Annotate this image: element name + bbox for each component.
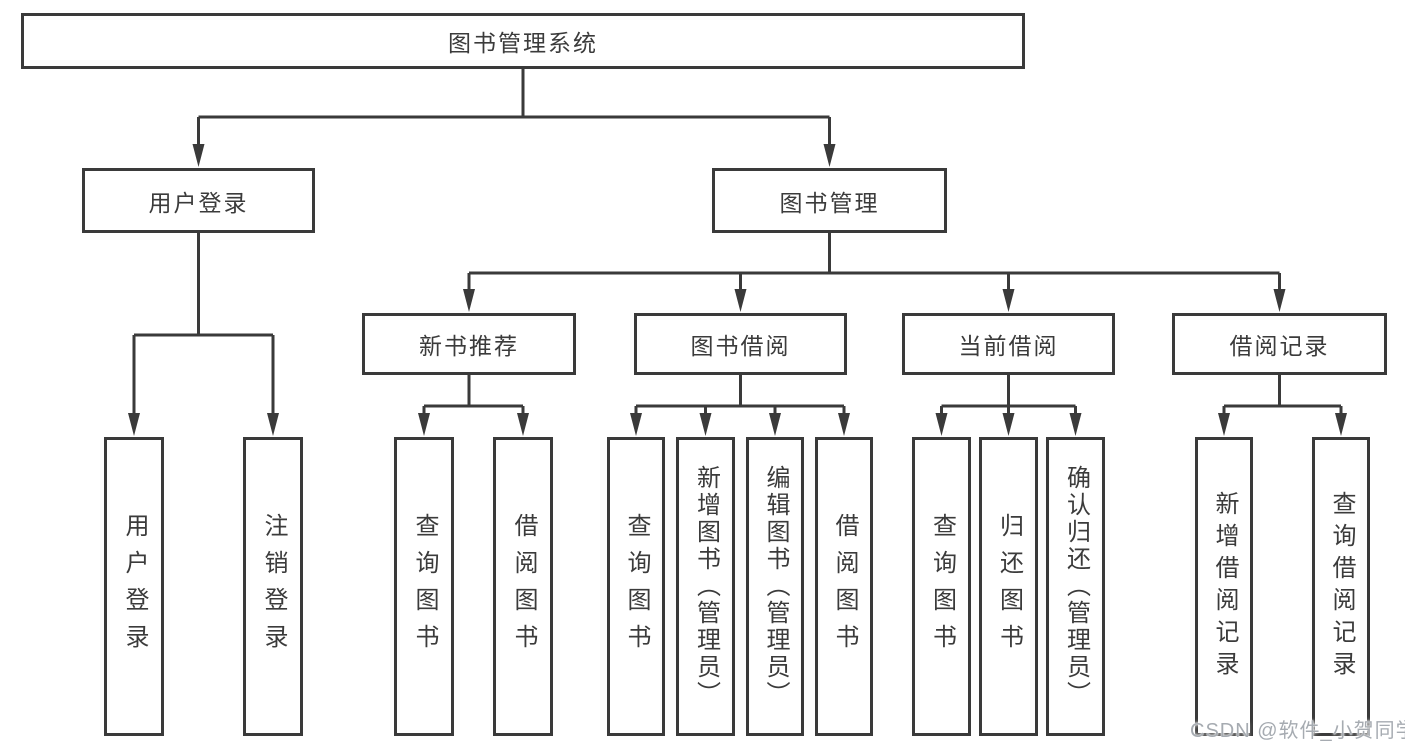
leaf-query-borrow-record: 查询借阅记录 [1312, 437, 1370, 736]
node-book-management: 图书管理 [712, 168, 947, 233]
leaf-logout: 注销登录 [243, 437, 303, 736]
leaf-confirm-return-admin: 确认归还（管理员） [1046, 437, 1105, 736]
csdn-watermark: CSDN @软件_小贺同学 [1190, 720, 1405, 742]
leaf-query-books-current: 查询图书 [912, 437, 971, 736]
leaf-return-books: 归还图书 [979, 437, 1038, 736]
leaf-add-books-admin: 新增图书（管理员） [676, 437, 735, 736]
node-user-login: 用户登录 [82, 168, 315, 233]
leaf-query-books-borrowing: 查询图书 [607, 437, 665, 736]
leaf-edit-books-admin: 编辑图书（管理员） [746, 437, 804, 736]
node-book-borrowing: 图书借阅 [634, 313, 847, 375]
leaf-user-login: 用户登录 [104, 437, 164, 736]
leaf-borrow-books-recommend: 借阅图书 [493, 437, 553, 736]
node-borrowing-records: 借阅记录 [1172, 313, 1387, 375]
leaf-borrow-books: 借阅图书 [815, 437, 873, 736]
leaf-query-books-recommend: 查询图书 [394, 437, 454, 736]
leaf-add-borrow-record: 新增借阅记录 [1195, 437, 1253, 736]
node-library-management-system: 图书管理系统 [21, 13, 1025, 69]
node-new-book-recommend: 新书推荐 [362, 313, 576, 375]
node-current-borrowing: 当前借阅 [902, 313, 1115, 375]
